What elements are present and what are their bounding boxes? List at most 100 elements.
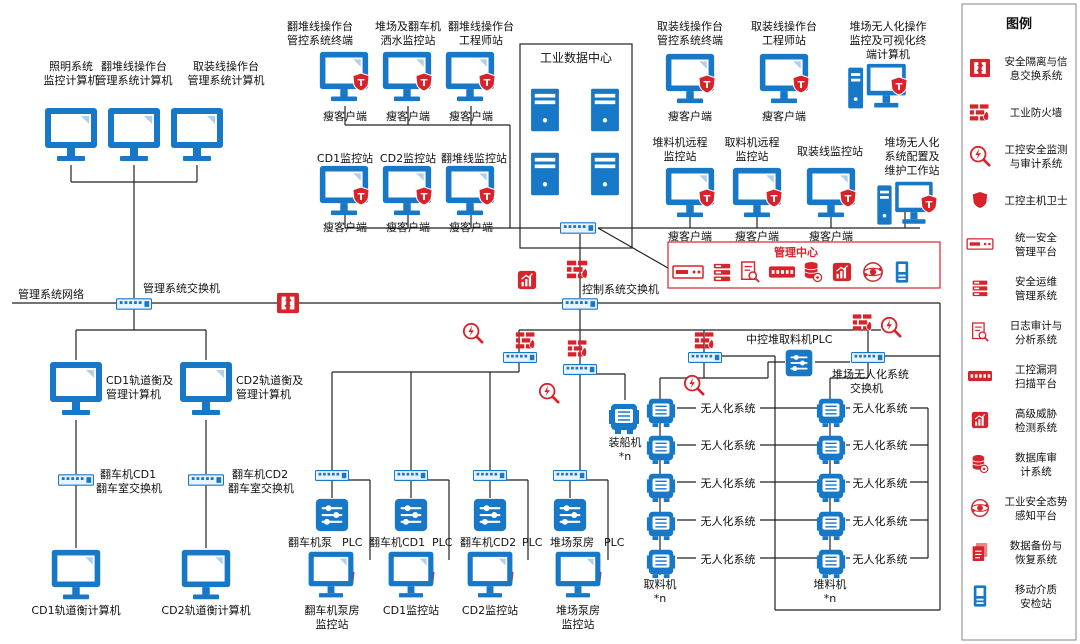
central-plc-switch-icon: [688, 352, 722, 363]
yard-switch-icon: [851, 352, 885, 363]
ship-loader-icon: [608, 403, 640, 434]
fdx-mgmt-pc-label-1: 翻堆线操作台: [101, 59, 167, 73]
thin-client-label: 瘦客户端: [323, 109, 367, 123]
stacker-machine-icon: [816, 398, 846, 427]
reclaimer-machine-icon: [646, 398, 676, 427]
security-monitor-icon: [462, 322, 484, 344]
legend-item-label: 感知平台: [1015, 509, 1057, 522]
server-icon: [591, 152, 619, 196]
computer-icon: [555, 551, 601, 598]
legend-item-label: 统一安全: [1015, 231, 1057, 244]
unmanned-system-label: 无人化系统: [853, 476, 908, 490]
reclaimer-remote-label-2: 监控站: [736, 149, 769, 163]
fdx-engineer-label-1: 翻堆线操作台: [448, 19, 514, 33]
qz-engineer-label-1: 取装线操作台: [751, 19, 817, 33]
yard-pump-label-2: 监控站: [562, 617, 595, 631]
control-switch-icon: [562, 298, 598, 310]
plc-label-suffix: PLC: [342, 536, 363, 549]
badge-letter: T: [798, 80, 805, 91]
legend-item-label: 工控安全监测: [1005, 143, 1068, 156]
legend-item-label: 分析系统: [1015, 333, 1057, 346]
datacenter-switch-icon: [560, 222, 596, 234]
fdx-monitor-label: 翻堆线监控站: [441, 151, 507, 165]
qz-terminal-label-1: 取装线操作台: [657, 19, 723, 33]
firewall-icon: [566, 260, 588, 279]
yard-pump-label-1: 堆场泵房: [556, 603, 600, 617]
unmanned-system-label: 无人化系统: [701, 438, 756, 452]
stacker-remote-label-1: 堆料机远程: [653, 135, 708, 149]
computer-icon: [51, 549, 101, 600]
yard-config-label-3: 维护工作站: [885, 163, 940, 177]
ship-loader-count: *n: [619, 450, 632, 463]
legend-item-label: 工业防火墙: [1010, 106, 1063, 119]
unmanned-system-label: 无人化系统: [701, 401, 756, 415]
cd2-track-mgmt-label-2: 管理计算机: [236, 387, 291, 401]
legend-box: [961, 3, 1077, 641]
firewall-icon: [515, 332, 536, 349]
legend-item-label: 管理平台: [1015, 245, 1057, 258]
legend-item-label: 扫描平台: [1015, 377, 1057, 390]
vulnerability-scan-icon: [768, 266, 796, 278]
isolation-exchange-icon: [969, 58, 991, 78]
situation-awareness-icon: [971, 498, 989, 517]
data-center-box: [519, 43, 633, 249]
plc-icon: [394, 498, 428, 532]
yard-unmanned-label-2: 监控及可视化终: [850, 33, 927, 47]
host-guard-badge: T: [415, 186, 433, 206]
stacker-label: 堆料机: [814, 577, 847, 591]
server-icon: [591, 88, 619, 132]
thin-client-label: 瘦客户端: [668, 229, 712, 243]
cd2-track-pc-label: CD2轨道衡计算机: [161, 603, 250, 617]
qz-mgmt-pc-label-1: 取装线操作台: [193, 59, 259, 73]
legend-item-label: 安检站: [1020, 597, 1052, 610]
badge-letter: T: [484, 78, 491, 89]
computer-icon: [388, 551, 434, 598]
vulnerability-scan-icon: [968, 370, 992, 382]
legend-title: 图例: [1006, 16, 1032, 32]
qz-terminal-label-2: 管控系统终端: [657, 33, 723, 47]
host-guard-badge: T: [890, 76, 908, 96]
mobile-media-icon: [895, 261, 909, 283]
legend-item-label: 息交换系统: [1010, 69, 1063, 82]
fdx-mgmt-pc-label-2: 管理系统计算机: [96, 73, 173, 87]
management-center: 管理中心: [667, 241, 941, 289]
server-icon: [531, 88, 559, 132]
bottom-cd2-label: CD2监控站: [462, 603, 518, 617]
plc-label-suffix: PLC: [604, 536, 625, 549]
computer-icon: [108, 108, 160, 161]
thin-client-label: 瘦客户端: [762, 109, 806, 123]
legend-item-label: 与审计系统: [1010, 157, 1063, 170]
qz-mgmt-pc-label-2: 管理系统计算机: [188, 73, 265, 87]
yard-machines: 无人化系统无人化系统无人化系统无人化系统无人化系统无人化系统无人化系统无人化系统…: [646, 398, 908, 578]
plc-row: 翻车机泵 PLC 翻车机CD1 PLC 翻车机CD2 PLC 堆场泵房 PLC …: [288, 470, 625, 631]
host-guard-badge: T: [478, 186, 496, 206]
lighting-pc-label-1: 照明系统: [49, 60, 93, 73]
computer-icon: [50, 362, 102, 415]
plc-label-suffix: PLC: [522, 536, 543, 549]
plc-switch-icon: [394, 470, 428, 481]
computer-icon: [308, 551, 354, 598]
thin-client-label: 瘦客户端: [323, 220, 367, 234]
badge-letter: T: [845, 194, 852, 205]
unmanned-system-label: 无人化系统: [853, 514, 908, 528]
reclaimer-machine-icon: [646, 511, 676, 540]
cd1-room-switch-label-1: 翻车机CD1: [100, 467, 156, 481]
plc-switch-icon: [473, 470, 507, 481]
reclaimer-machine-icon: [646, 549, 676, 578]
yard-switch-label-2: 交换机: [850, 381, 883, 395]
ops-management-icon: [972, 280, 988, 297]
ship-loader-label: 装船机: [609, 435, 642, 449]
management-switch-icon: [116, 298, 152, 310]
computer-icon: [180, 362, 232, 415]
reclaimer-label: 取料机: [644, 577, 677, 591]
threat-detection-icon: [832, 262, 852, 282]
badge-letter: T: [358, 192, 365, 203]
legend-item-label: 工控主机卫士: [1005, 194, 1068, 207]
legend-item-label: 日志审计与: [1010, 319, 1063, 332]
host-guard-badge: T: [352, 186, 370, 206]
legend-item-label: 检测系统: [1015, 421, 1057, 434]
upper-terminals-row1: 翻堆线操作台 管控系统终端 堆场及翻车机 洒水监控站 翻堆线操作台 工程师站 瘦…: [287, 19, 514, 123]
